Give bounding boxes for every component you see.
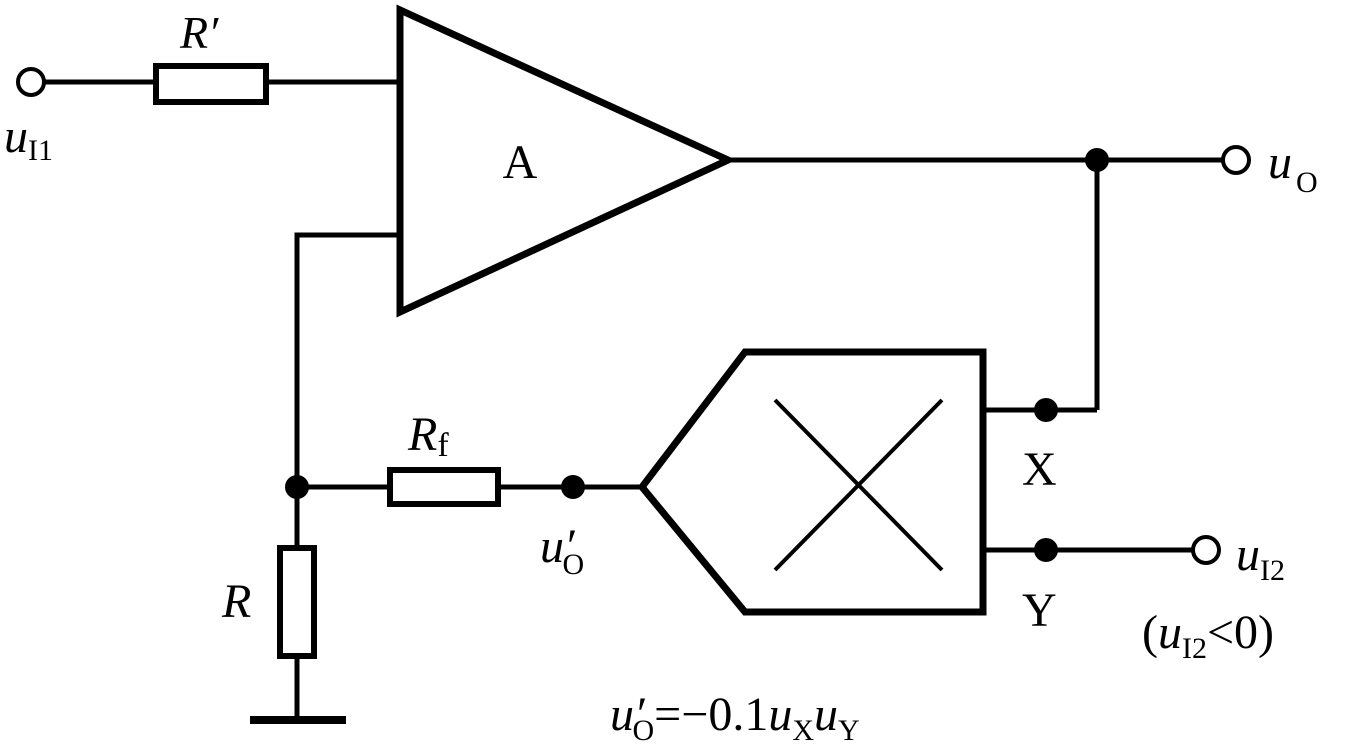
label-rf-sub: f xyxy=(437,427,449,464)
cond-rest: <0) xyxy=(1207,606,1274,659)
eq-sub-x: X xyxy=(792,714,814,745)
label-ui2: uI2 xyxy=(1236,528,1285,587)
label-uo-sub: O xyxy=(1296,166,1318,199)
label-ui2-sub: I2 xyxy=(1260,554,1285,587)
node-y xyxy=(1034,538,1058,562)
terminal-uo xyxy=(1221,145,1251,175)
resistor-rf xyxy=(387,467,501,507)
terminal-ui2 xyxy=(1191,535,1221,565)
label-r-prime: R′ xyxy=(179,7,219,58)
cond-open: ( xyxy=(1142,606,1158,659)
label-uo-main: u xyxy=(1268,136,1292,189)
wire-inverting-input xyxy=(294,232,400,487)
cond-sub: I2 xyxy=(1182,632,1207,665)
resistor-r xyxy=(277,545,317,659)
label-r: R xyxy=(221,575,251,628)
eq-mid: =−0.1 xyxy=(654,688,768,741)
multiplier-cross-b xyxy=(773,398,944,572)
cond-u: u xyxy=(1158,606,1182,659)
label-equation: u′O=−0.1uXuY xyxy=(610,688,860,745)
label-y: Y xyxy=(1022,584,1057,637)
label-ui1-main: u xyxy=(4,110,28,163)
opamp-label: A xyxy=(503,136,538,189)
label-ui1-sub: I1 xyxy=(28,134,53,167)
terminal-ui1 xyxy=(16,67,46,97)
eq-ux: u xyxy=(768,688,792,741)
label-ui2-main: u xyxy=(1236,528,1260,581)
node-x xyxy=(1034,398,1058,422)
label-rf: Rf xyxy=(407,408,449,464)
label-rf-main: R xyxy=(407,408,437,461)
multiplier xyxy=(637,348,987,616)
label-ui1: uI1 xyxy=(4,110,53,167)
label-ui2-condition: (uI2<0) xyxy=(1142,606,1274,665)
resistor-r-prime xyxy=(153,63,269,105)
label-x: X xyxy=(1022,443,1057,496)
eq-u: u′ xyxy=(610,688,646,741)
eq-uy: u xyxy=(814,688,838,741)
label-uo-prime-sub: O xyxy=(563,548,585,581)
label-uo-prime: u′O xyxy=(540,520,584,581)
eq-sub-o: O xyxy=(633,714,655,745)
label-uo-prime-main: u′ xyxy=(540,520,576,573)
node-uo-prime xyxy=(561,475,585,499)
opamp-a xyxy=(396,4,737,318)
eq-sub-y: Y xyxy=(838,714,860,745)
